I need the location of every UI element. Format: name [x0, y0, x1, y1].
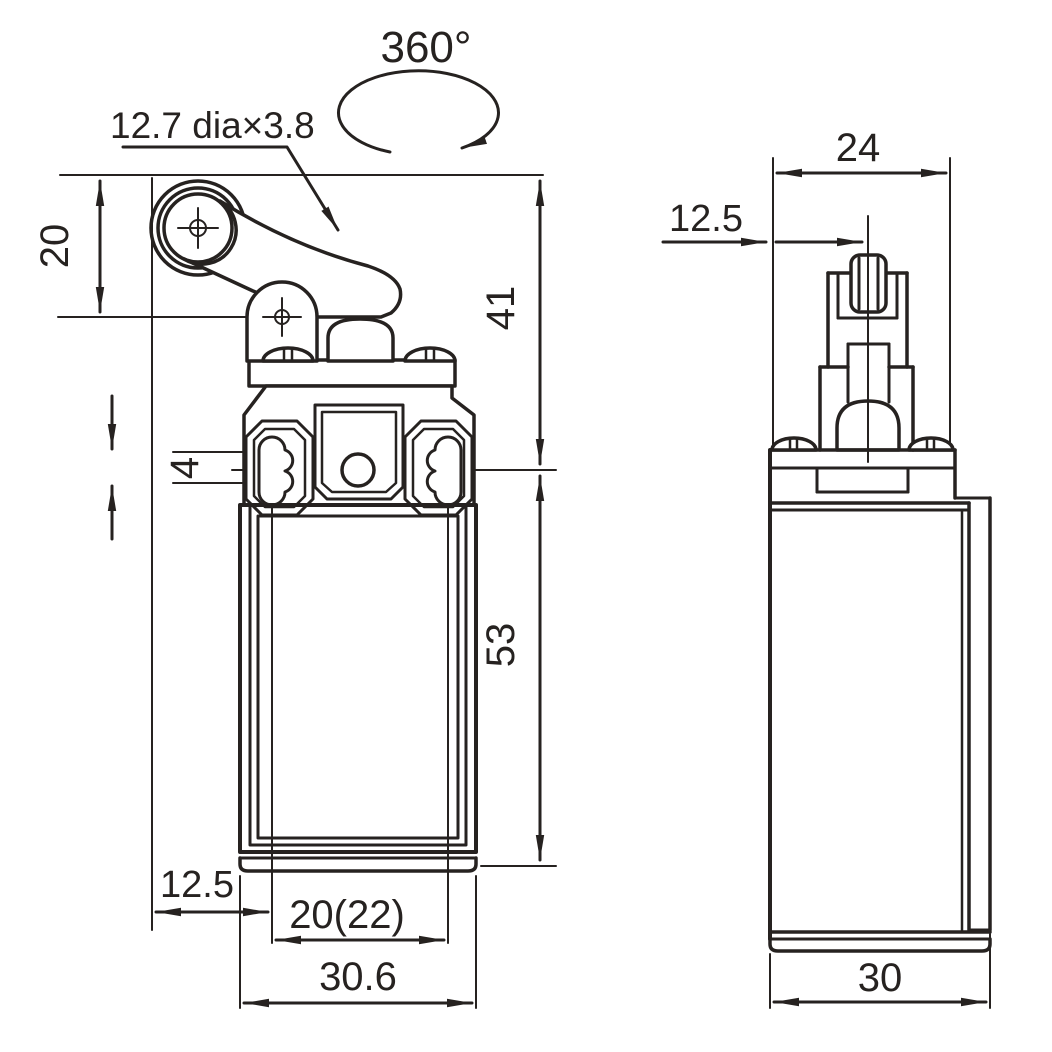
dim-plunger-offset: 12.5 [669, 198, 743, 240]
dim-roller-height: 20 [33, 224, 77, 269]
switch-body-front [238, 503, 478, 873]
dim-body-width: 30.6 [319, 955, 397, 999]
side-screw-left [770, 436, 818, 452]
dim-body-height: 53 [479, 623, 523, 668]
dim-head-width: 24 [836, 126, 881, 170]
leader-roller-spec [121, 145, 340, 232]
side-screw-right [907, 436, 955, 452]
dim-head-height: 41 [479, 286, 523, 331]
dim-lever-offset: 12.5 [160, 864, 234, 906]
mounting-flange [242, 384, 476, 507]
head-screw-left [261, 346, 315, 363]
pivot-center-mark [262, 297, 302, 337]
plunger-assembly [818, 253, 915, 452]
dim-body-depth: 30 [858, 956, 903, 1000]
head-screw-right [403, 346, 457, 363]
switch-body-side [768, 448, 992, 953]
front-dimension-lines [95, 69, 545, 1008]
cover-panel [953, 496, 992, 932]
rotation-arrow [336, 69, 500, 154]
labels: 360° 12.7 dia×3.8 20 41 4 53 12.5 20(22)… [33, 23, 902, 1000]
side-view [661, 157, 992, 1009]
side-dimension-lines [661, 168, 988, 1007]
mounting-slot-right [425, 435, 463, 507]
side-extension-lines [769, 157, 991, 1009]
roller-spec-label: 12.7 dia×3.8 [110, 105, 315, 146]
body-base-side [768, 937, 992, 953]
side-head-cap [768, 448, 957, 500]
head-band [247, 358, 457, 388]
body-base-front [238, 856, 478, 873]
roller-inner-ring [162, 192, 234, 264]
center-recess [313, 403, 405, 501]
dim-hole-spacing: 20(22) [289, 893, 405, 937]
center-hole [340, 452, 376, 488]
front-view [57, 69, 557, 1009]
lever-arm [182, 199, 403, 319]
plunger-boot [326, 317, 395, 363]
dim-slot-adjust: 4 [163, 457, 207, 479]
roller-axle-mark [177, 207, 219, 249]
rotation-label: 360° [380, 23, 471, 72]
